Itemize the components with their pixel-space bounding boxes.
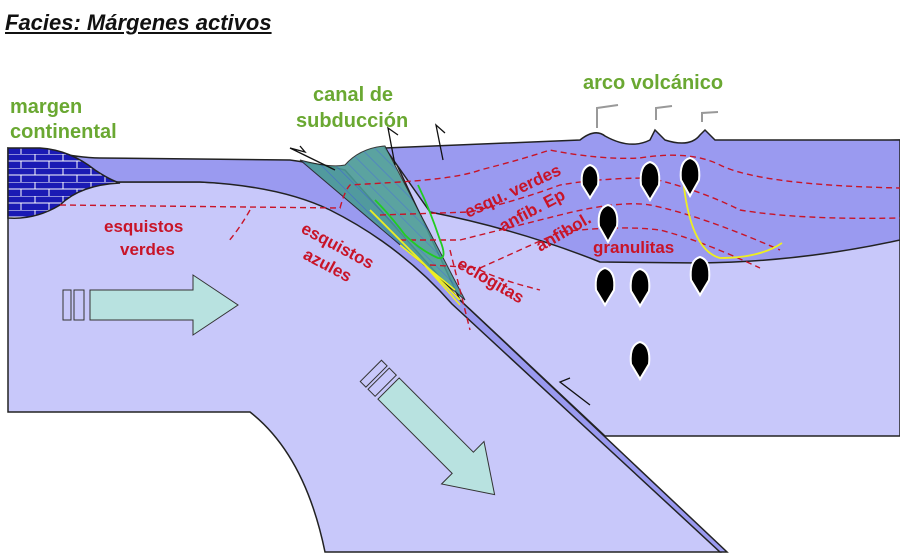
- label-continental: continental: [10, 121, 117, 143]
- fault-arrow-icon: [434, 123, 446, 161]
- pt-path-yellow-arc: [682, 177, 783, 259]
- label-esquistos-verdes-1: esquistos: [104, 217, 183, 236]
- fault-arrow-icon: [289, 145, 336, 171]
- label-esquistos-verdes-2: verdes: [120, 240, 175, 259]
- slab-motion-arrow: [359, 359, 496, 496]
- pt-path-green: [374, 184, 445, 260]
- label-margen: margen: [10, 96, 82, 118]
- diagram-title: Facies: Márgenes activos: [5, 10, 272, 35]
- pt-path-yellow-2: [399, 244, 461, 306]
- label-canal-de: canal de: [313, 84, 393, 106]
- continental-margin-limestone: [7, 147, 121, 219]
- overriding-plate-crust: [383, 128, 900, 264]
- fault-arrow-icon: [387, 126, 399, 166]
- pt-path-yellow-1: [369, 209, 461, 301]
- magma-drops: [580, 156, 711, 381]
- label-subduccion: subducción: [296, 110, 408, 132]
- label-granulitas: granulitas: [593, 238, 674, 257]
- label-arco-volcanico: arco volcánico: [583, 72, 723, 94]
- fault-arrow-icon: [558, 377, 591, 406]
- volcano-plume-icon: [596, 104, 719, 128]
- plate-motion-arrow: [62, 274, 239, 336]
